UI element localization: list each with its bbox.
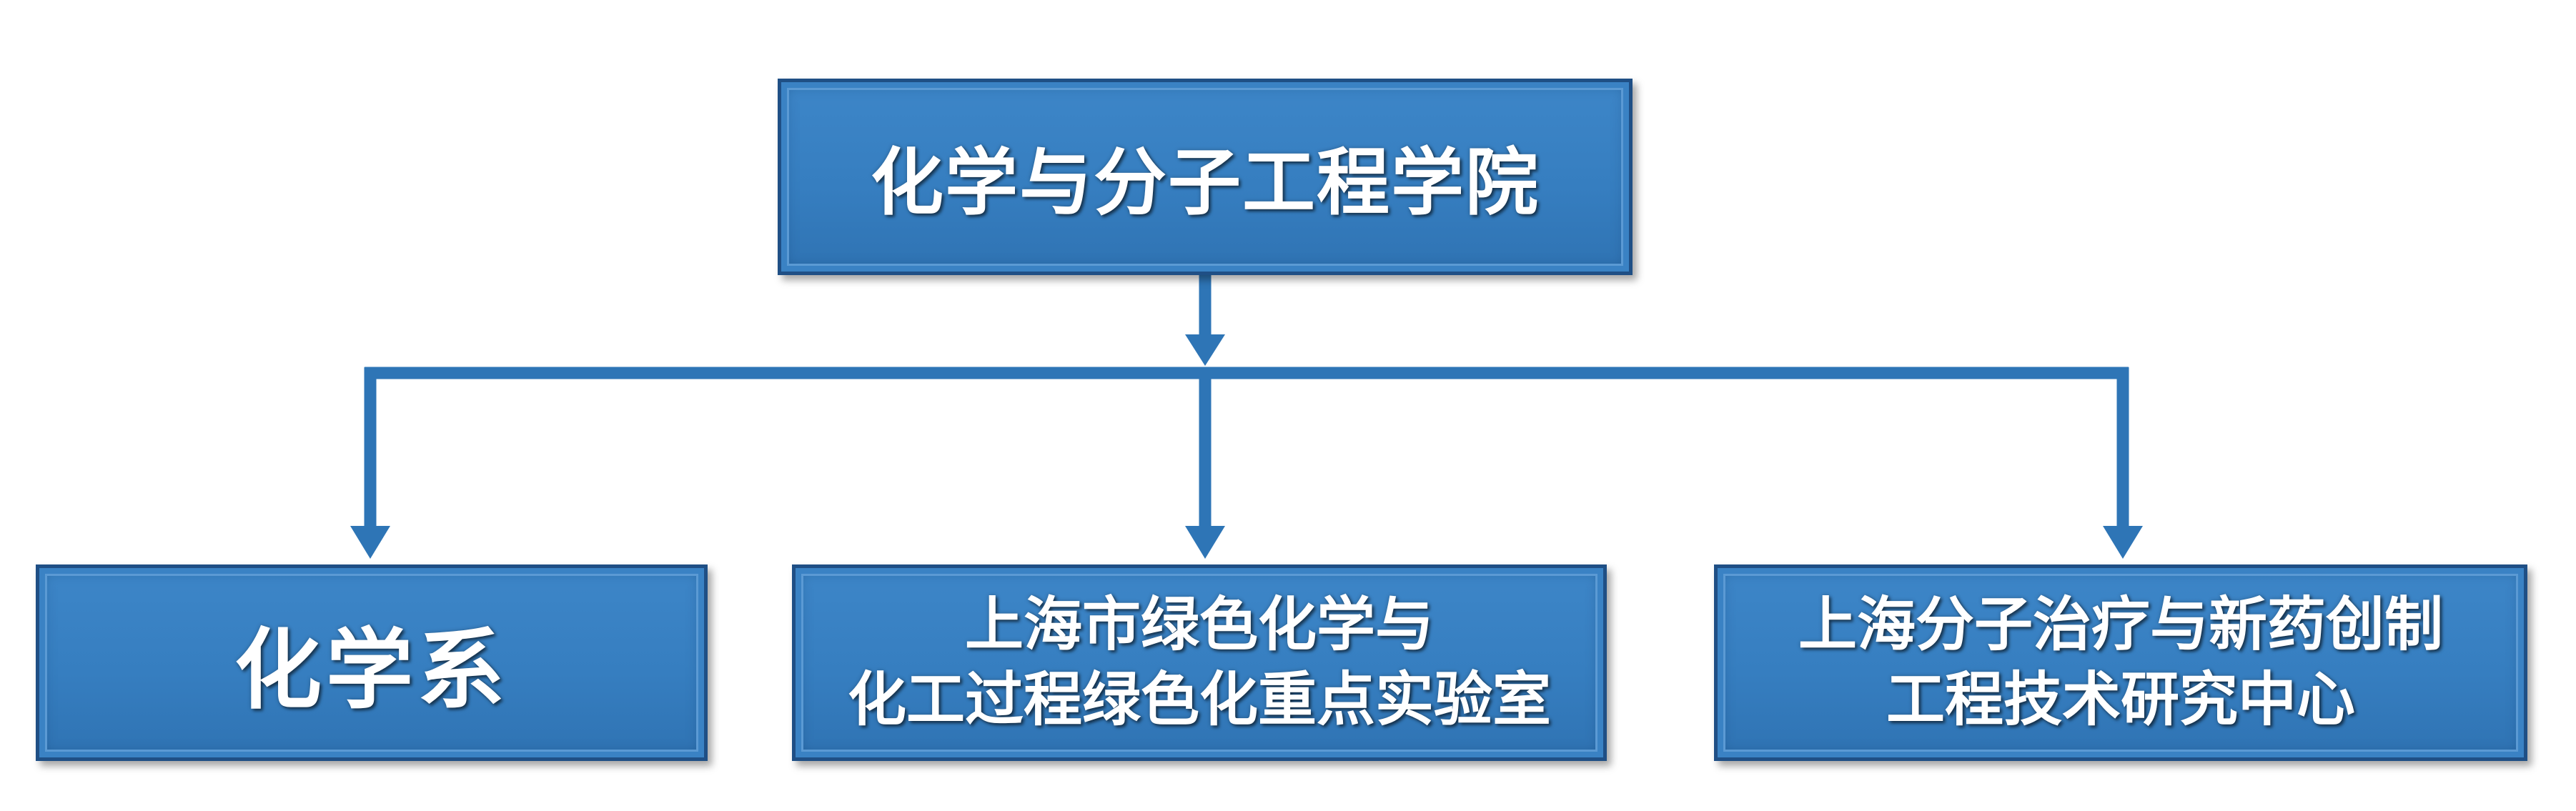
child-node-3-line-1: 上海分子治疗与新药创制: [1798, 590, 2443, 659]
child-node-3-line-2: 工程技术研究中心: [1886, 665, 2355, 734]
child-node-2-line-1: 上海市绿色化学与: [964, 590, 1434, 659]
branch-arrowhead-3: [2103, 526, 2143, 559]
child-node-box-3: 上海分子治疗与新药创制 工程技术研究中心: [1714, 564, 2527, 761]
child-node-1-line-1: 化学系: [234, 620, 509, 721]
root-stem-arrowhead: [1185, 334, 1225, 366]
branch-arrowhead-1: [350, 526, 390, 559]
child-node-box-1: 化学系: [36, 564, 708, 761]
child-node-box-2: 上海市绿色化学与 化工过程绿色化重点实验室: [792, 564, 1607, 761]
root-node-box: 化学与分子工程学院: [778, 79, 1633, 275]
root-node-label: 化学与分子工程学院: [871, 141, 1540, 226]
child-node-2-line-2: 化工过程绿色化重点实验室: [847, 665, 1551, 734]
branch-arrowhead-2: [1185, 526, 1225, 559]
